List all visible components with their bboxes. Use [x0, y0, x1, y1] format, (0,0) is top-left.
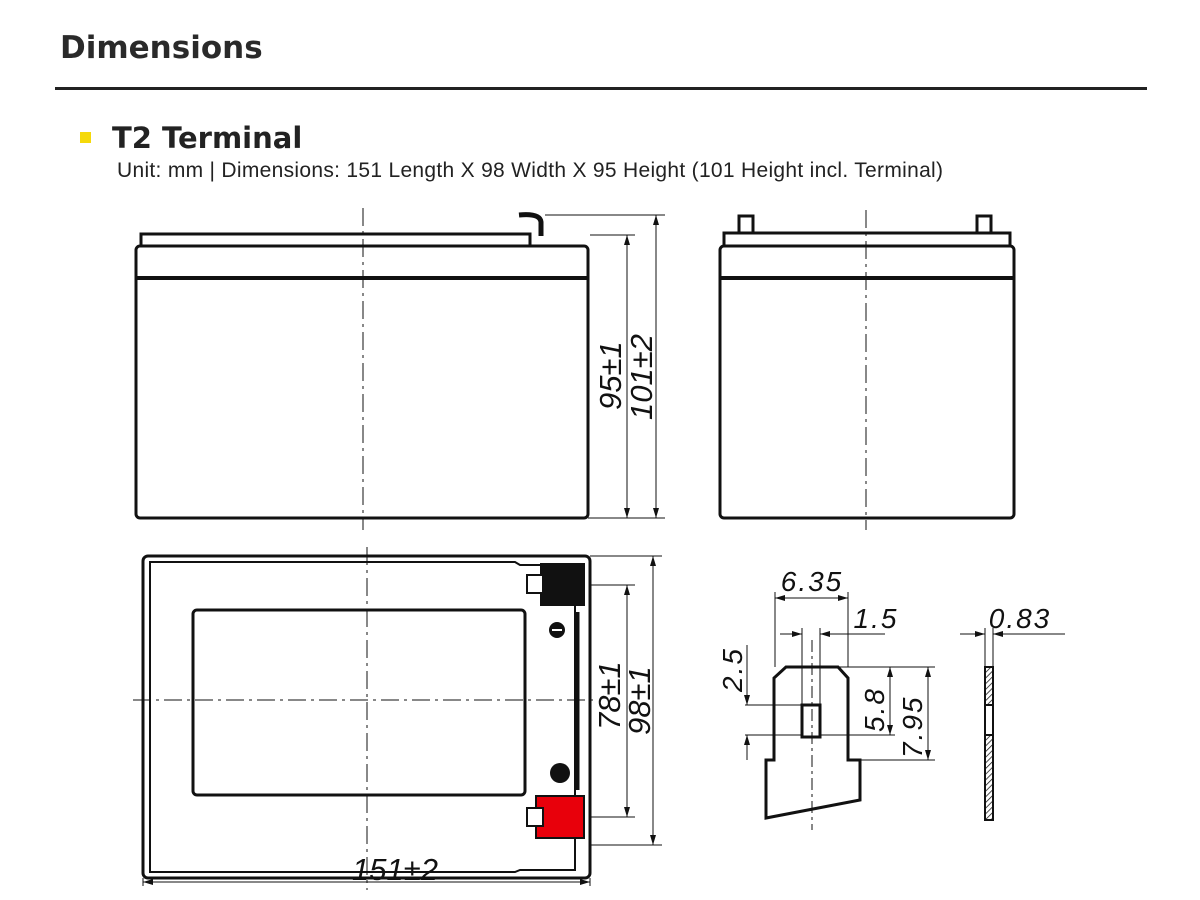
dim-slot-width: 1.5	[854, 603, 899, 634]
dim-width-inner: 78±1	[592, 661, 627, 730]
side-view	[134, 208, 665, 530]
terminal-post-icon	[737, 214, 755, 235]
page-title: Dimensions	[60, 30, 263, 66]
dim-height-total: 101±2	[624, 334, 659, 420]
section-bullet-icon	[80, 132, 91, 143]
dim-slot-height: 2.5	[717, 647, 748, 693]
dim-terminal-width: 6.35	[781, 566, 844, 597]
front-view	[718, 210, 1016, 530]
section-title: T2 Terminal	[112, 121, 303, 155]
terminal-post-icon	[975, 214, 993, 235]
terminal-detail-view	[744, 592, 1065, 830]
dim-thickness: 0.83	[989, 603, 1052, 634]
top-view	[133, 547, 662, 890]
negative-terminal	[540, 563, 585, 606]
plus-mark-icon	[550, 763, 570, 783]
title-divider	[55, 87, 1147, 90]
dim-length: 151±2	[352, 852, 438, 887]
dim-height-body: 95±1	[593, 341, 628, 410]
dim-slot-offset: 5.8	[859, 687, 890, 732]
dim-shoulder-height: 7.95	[897, 696, 928, 759]
terminal-hook-icon	[518, 212, 544, 236]
positive-terminal	[535, 795, 585, 839]
section-description: Unit: mm | Dimensions: 151 Length X 98 W…	[117, 159, 944, 182]
dim-width-total: 98±1	[622, 666, 657, 735]
